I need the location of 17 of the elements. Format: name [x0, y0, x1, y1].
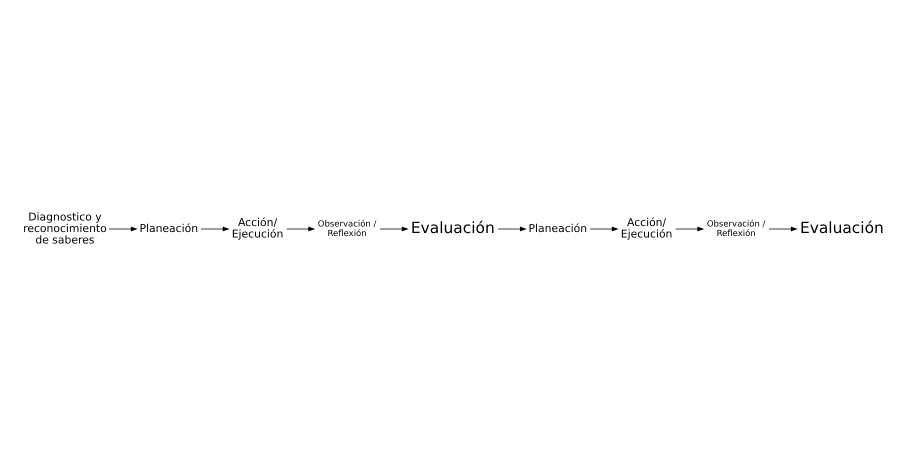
node-text: Observación / Reflexión: [318, 220, 376, 239]
arrow: [108, 226, 138, 232]
node-text: Planeación: [528, 222, 588, 235]
node-text: Evaluación: [800, 218, 884, 237]
node-text: Acción/ Ejecución: [232, 216, 284, 241]
arrow: [675, 226, 704, 232]
arrow: [768, 226, 798, 232]
node-text: Acción/ Ejecución: [620, 216, 672, 241]
arrow: [590, 226, 619, 232]
node-text: Diagnostico y reconocimiento de saberes: [23, 210, 107, 246]
node-text: Observación / Reflexión: [706, 220, 766, 239]
arrow: [380, 226, 409, 232]
node-text: Evaluación: [410, 218, 495, 237]
arrow: [200, 226, 230, 232]
arrow: [286, 226, 316, 232]
arrow: [498, 226, 527, 232]
node-text: Planeación: [139, 222, 198, 235]
